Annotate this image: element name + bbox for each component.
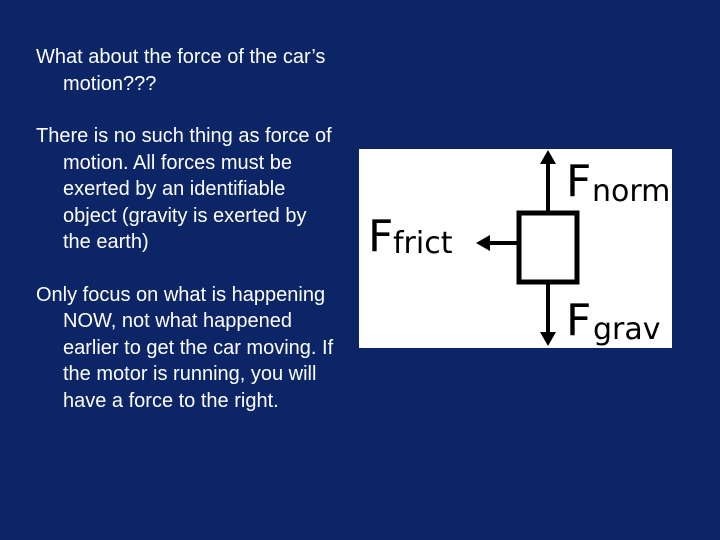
free-body-diagram-svg: F norm F frict F grav (368, 150, 670, 347)
normal-force-subscript: norm (592, 174, 670, 209)
friction-force-subscript: frict (393, 226, 453, 261)
object-box (516, 210, 580, 285)
normal-force-symbol: F (566, 156, 591, 207)
slide-text: What about the force of the car’s motion… (36, 44, 336, 440)
gravity-force-arrow (540, 282, 556, 346)
paragraph-motion-question: What about the force of the car’s motion… (36, 46, 326, 95)
normal-force-arrow (540, 150, 556, 213)
normal-force-label: F norm (566, 156, 670, 209)
paragraph-no-force-of-motion: There is no such thing as force of motio… (36, 125, 332, 253)
friction-force-label: F frict (368, 211, 453, 262)
friction-force-symbol: F (368, 211, 393, 262)
friction-force-arrow (476, 235, 519, 251)
gravity-force-label: F grav (566, 295, 661, 347)
paragraph-focus-now: Only focus on what is happening NOW, not… (36, 283, 334, 412)
gravity-force-subscript: grav (593, 312, 661, 347)
free-body-diagram: F norm F frict F grav (359, 149, 672, 348)
gravity-force-symbol: F (566, 295, 591, 346)
